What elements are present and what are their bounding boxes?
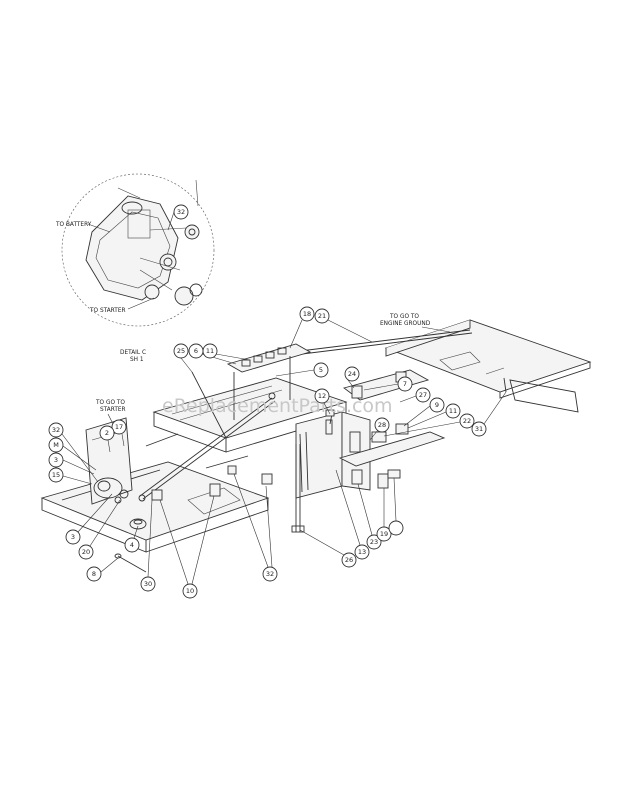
svg-text:3: 3: [54, 456, 58, 464]
svg-text:2: 2: [105, 429, 109, 437]
callout-bubble[interactable]: 22: [459, 413, 475, 429]
svg-text:6: 6: [194, 347, 198, 355]
callout-bubble[interactable]: 9: [429, 397, 445, 413]
svg-text:26: 26: [345, 556, 353, 564]
to-go-starter-2: STARTER: [100, 407, 126, 413]
svg-text:25: 25: [177, 347, 185, 355]
watermark: eReplacementParts.com: [162, 395, 393, 417]
svg-text:22: 22: [463, 417, 471, 425]
to-go-engine-ground-1: TO GO TO: [389, 314, 419, 320]
to-go-starter-1: TO GO TO: [95, 400, 125, 406]
callout-bubble[interactable]: 17: [111, 419, 127, 435]
solenoid-bracket: [85, 417, 133, 505]
callout-bubble[interactable]: 8: [86, 566, 102, 582]
svg-text:5: 5: [319, 366, 323, 374]
to-go-engine-ground-2: ENGINE GROUND: [380, 321, 431, 327]
callout-bubble[interactable]: 32: [48, 422, 64, 438]
to-starter-detail-note: TO STARTER: [89, 308, 126, 314]
cable-21: [291, 329, 471, 353]
svg-text:8: 8: [92, 570, 96, 578]
callout-bubble[interactable]: 12: [314, 388, 330, 404]
callout-bubble[interactable]: 15: [48, 467, 64, 483]
battery-cable: [139, 397, 273, 497]
svg-text:12: 12: [318, 392, 326, 400]
callout-bubble[interactable]: 5: [313, 362, 329, 378]
svg-text:M: M: [53, 441, 59, 449]
svg-text:10: 10: [186, 587, 194, 595]
callout-bubble[interactable]: 3: [65, 529, 81, 545]
svg-text:4: 4: [130, 541, 134, 549]
svg-text:11: 11: [449, 407, 457, 415]
callout-bubble[interactable]: 32: [262, 566, 278, 582]
svg-text:9: 9: [435, 401, 439, 409]
svg-text:24: 24: [348, 370, 356, 378]
callout-bubble[interactable]: 6: [188, 343, 204, 359]
callout-bubble[interactable]: 32: [173, 204, 189, 220]
svg-text:32: 32: [52, 426, 60, 434]
svg-text:18: 18: [303, 310, 311, 318]
callout-bubble[interactable]: 18: [299, 306, 315, 322]
svg-text:3: 3: [71, 533, 75, 541]
callout-bubble[interactable]: 4: [124, 537, 140, 553]
svg-text:13: 13: [358, 548, 366, 556]
callout-bubble[interactable]: 28: [374, 417, 390, 433]
svg-text:7: 7: [403, 380, 407, 388]
callout-bubble[interactable]: 26: [341, 552, 357, 568]
callout-bubble[interactable]: 3: [48, 452, 64, 468]
cable-25: [191, 371, 227, 439]
callout-bubble[interactable]: 24: [344, 366, 360, 382]
callout-bubble[interactable]: 31: [471, 421, 487, 437]
svg-text:28: 28: [378, 421, 386, 429]
svg-text:23: 23: [370, 538, 378, 546]
callout-bubble[interactable]: 27: [415, 387, 431, 403]
svg-text:17: 17: [115, 423, 123, 431]
svg-text:32: 32: [177, 208, 185, 216]
callout-bubble[interactable]: 13: [354, 544, 370, 560]
callout-bubble[interactable]: 20: [78, 544, 94, 560]
svg-text:11: 11: [206, 347, 214, 355]
callout-bubble[interactable]: 23: [366, 534, 382, 550]
callout-bubble[interactable]: 11: [445, 403, 461, 419]
callout-bubble[interactable]: 10: [182, 583, 198, 599]
callout-bubble[interactable]: [388, 520, 404, 536]
callout-bubble[interactable]: M: [48, 437, 64, 453]
detail-sheet: SH 1: [130, 357, 144, 363]
svg-text:19: 19: [380, 530, 388, 538]
rear-platform: [384, 319, 592, 413]
callout-bubble[interactable]: 21: [314, 308, 330, 324]
svg-text:20: 20: [82, 548, 90, 556]
callout-bubble[interactable]: 7: [397, 376, 413, 392]
svg-text:30: 30: [144, 580, 152, 588]
detail-title: DETAIL C: [120, 350, 146, 356]
detail-c-view: TO BATTERY TO STARTER: [55, 173, 215, 327]
callout-bubble[interactable]: 2: [99, 425, 115, 441]
to-battery-note: TO BATTERY: [55, 222, 92, 228]
svg-text:31: 31: [475, 425, 483, 433]
svg-text:27: 27: [419, 391, 427, 399]
svg-text:32: 32: [266, 570, 274, 578]
callout-bubble[interactable]: 30: [140, 576, 156, 592]
svg-text:15: 15: [52, 471, 60, 479]
callout-bubble[interactable]: 11: [202, 343, 218, 359]
callout-bubble[interactable]: 25: [173, 343, 189, 359]
svg-text:21: 21: [318, 312, 326, 320]
